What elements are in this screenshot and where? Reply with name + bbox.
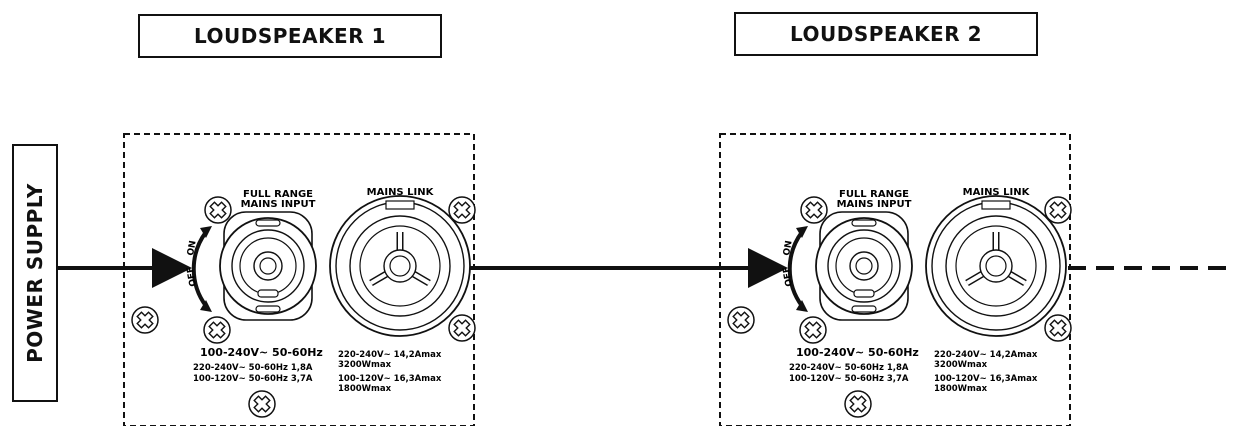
screw-icon — [799, 316, 827, 344]
panel-1-outline — [123, 133, 475, 426]
link-rating-100-b: 1800Wmax — [338, 384, 392, 394]
loudspeaker-2-label: LOUDSPEAKER 2 — [734, 12, 1038, 56]
input-rating-220: 220-240V~ 50-60Hz 1,8A — [789, 363, 909, 373]
link-title: MAINS LINK — [963, 187, 1031, 198]
switch-on-label: ON — [186, 240, 198, 257]
loudspeaker-2-label-text: LOUDSPEAKER 2 — [789, 22, 983, 46]
screw-icon — [844, 390, 872, 418]
input-rating-100: 100-120V~ 50-60Hz 3,7A — [193, 374, 313, 384]
link-rating-100-a: 100-120V~ 16,3Amax — [338, 374, 442, 384]
mains-input-connector — [219, 211, 317, 321]
loudspeaker-2-panel: ON OFF FULL RANGE MAINS INPUT — [719, 133, 1072, 426]
input-rating-main: 100-240V~ 50-60Hz — [200, 346, 323, 359]
link-rating-220-b: 3200Wmax — [934, 360, 988, 370]
loudspeaker-1-label: LOUDSPEAKER 1 — [138, 14, 442, 58]
link-rating-220-a: 220-240V~ 14,2Amax — [338, 350, 442, 360]
screw-icon — [131, 306, 159, 334]
input-title-line1: FULL RANGE — [839, 189, 909, 200]
input-title-line1: FULL RANGE — [243, 189, 313, 200]
input-rating-main: 100-240V~ 50-60Hz — [796, 346, 919, 359]
mains-link-connector — [329, 195, 471, 337]
input-rating-100: 100-120V~ 50-60Hz 3,7A — [789, 374, 909, 384]
mains-input-connector — [815, 211, 913, 321]
panel-2-outline — [719, 133, 1071, 426]
loudspeaker-1-label-text: LOUDSPEAKER 1 — [193, 24, 387, 48]
screw-icon — [448, 314, 476, 342]
input-title-line2: MAINS INPUT — [837, 199, 912, 210]
screw-icon — [203, 316, 231, 344]
link-rating-220-a: 220-240V~ 14,2Amax — [934, 350, 1038, 360]
switch-off-label: OFF — [186, 266, 199, 287]
link-title: MAINS LINK — [367, 187, 435, 198]
switch-on-label: ON — [782, 240, 794, 257]
screw-icon — [727, 306, 755, 334]
link-rating-220-b: 3200Wmax — [338, 360, 392, 370]
loudspeaker-1-panel: ON OFF FULL RANGE MAINS INPUT — [123, 133, 476, 426]
power-switch-indicator: ON OFF — [782, 226, 808, 312]
switch-off-label: OFF — [782, 266, 795, 287]
screw-icon — [204, 196, 232, 224]
mains-link-connector — [925, 195, 1067, 337]
screw-icon — [248, 390, 276, 418]
screw-icon — [1044, 314, 1072, 342]
screw-icon — [800, 196, 828, 224]
power-supply-label: POWER SUPPLY — [12, 144, 58, 402]
power-switch-indicator: ON OFF — [186, 226, 212, 312]
link-rating-100-a: 100-120V~ 16,3Amax — [934, 374, 1038, 384]
input-title-line2: MAINS INPUT — [241, 199, 316, 210]
link-rating-100-b: 1800Wmax — [934, 384, 988, 394]
input-rating-220: 220-240V~ 50-60Hz 1,8A — [193, 363, 313, 373]
